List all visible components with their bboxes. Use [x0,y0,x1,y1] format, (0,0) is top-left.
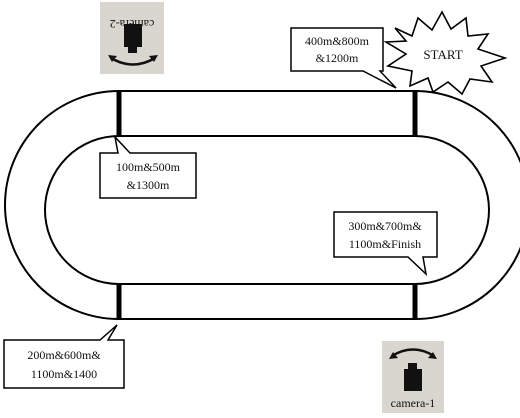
camera-2: camera-2 [100,2,164,74]
camera-1-icon [389,348,437,391]
callout-top-right: 400m&800m &1200m [290,27,397,89]
callout-top-right-line-1: 400m&800m [305,34,370,48]
camera-2-icon [108,24,158,66]
callout-top-left-line-1: 100m&500m [116,160,181,174]
callout-bottom-left-line-2: 1100m&1400 [31,367,97,381]
start-label: START [423,47,462,62]
callout-top-right-line-2: &1200m [316,51,359,65]
callout-bottom-left-line-1: 200m&600m& [27,348,101,362]
callout-bottom-left: 200m&600m& 1100m&1400 [3,324,125,389]
camera-1-label: camera-1 [391,396,436,410]
camera-1: camera-1 [382,341,444,413]
callout-bottom-right-line-2: 1100m&Finish [349,237,421,251]
callout-top-left-line-2: &1300m [127,178,170,192]
callout-bottom-right-line-1: 300m&700m& [348,219,422,233]
callout-bottom-right: 300m&700m& 1100m&Finish [333,211,438,277]
callout-top-left: 100m&500m &1300m [99,134,197,199]
start-burst: START [383,10,508,96]
